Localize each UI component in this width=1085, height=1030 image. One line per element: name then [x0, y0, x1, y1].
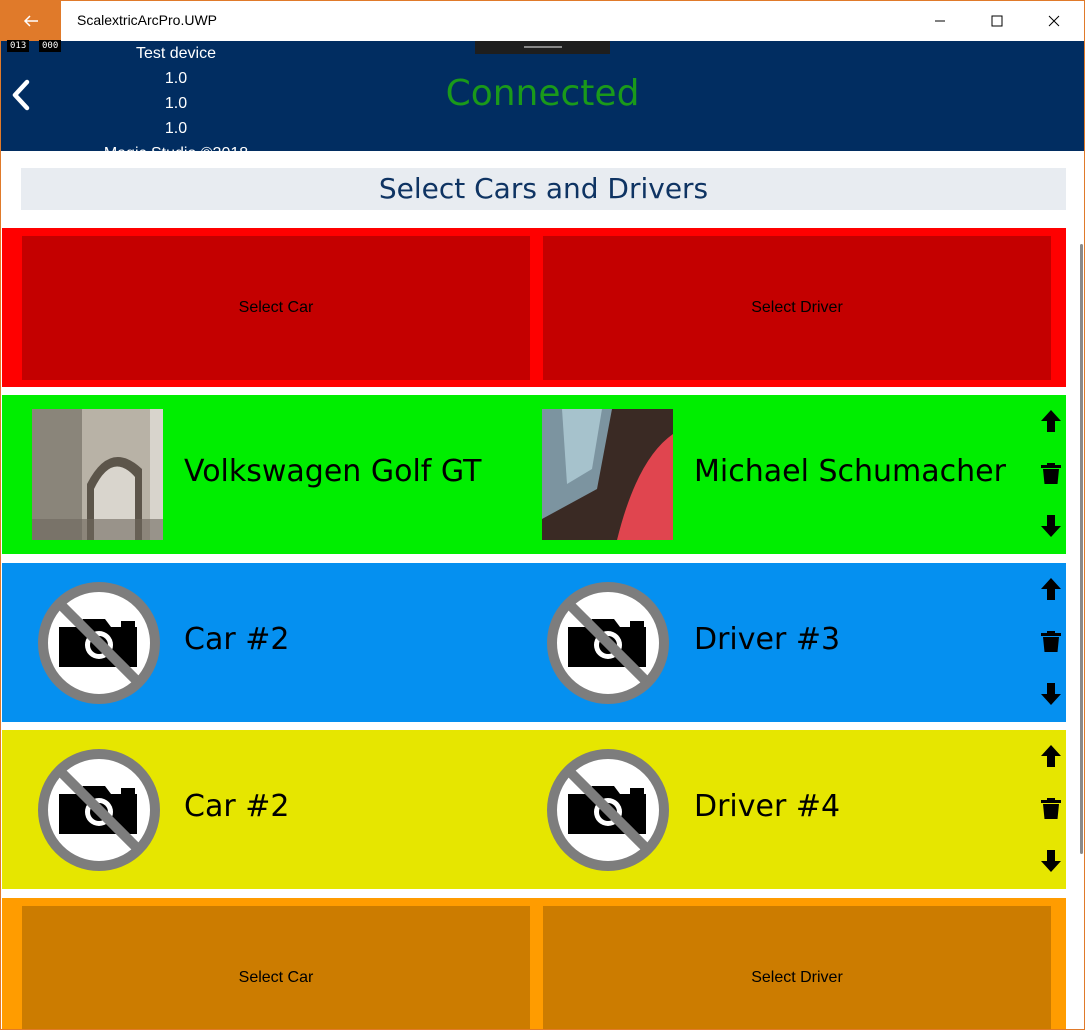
page-title: Select Cars and Drivers: [21, 168, 1066, 210]
no-camera-icon[interactable]: [37, 748, 161, 872]
trash-icon[interactable]: [1038, 460, 1064, 486]
frame-counter-left: 013: [7, 40, 30, 52]
driver-name: Michael Schumacher: [694, 454, 1006, 489]
maximize-button[interactable]: [968, 1, 1026, 41]
entry-row-2: Car #2 Driver #3: [2, 563, 1066, 722]
entry-row-1: Volkswagen Golf GT Michael Schumacher: [2, 395, 1066, 554]
driver-photo[interactable]: [542, 409, 673, 540]
no-camera-icon[interactable]: [37, 581, 161, 705]
maximize-icon: [991, 15, 1003, 27]
device-version-3: 1.0: [164, 120, 188, 137]
select-car-button[interactable]: Select Car: [22, 236, 530, 380]
minimize-icon: [935, 20, 945, 22]
minimize-button[interactable]: [911, 1, 969, 41]
connection-status: Connected: [445, 73, 640, 114]
select-driver-button[interactable]: Select Driver: [543, 906, 1051, 1029]
select-driver-button[interactable]: Select Driver: [543, 236, 1051, 380]
arrow-up-icon[interactable]: [1038, 408, 1064, 434]
close-button[interactable]: [1025, 1, 1083, 41]
window-back-button[interactable]: [1, 1, 61, 41]
driver-name: Driver #4: [694, 789, 841, 824]
car-name: Car #2: [184, 622, 290, 657]
arrow-down-icon[interactable]: [1038, 513, 1064, 539]
app-header: Test device 1.0 1.0 1.0 Magic Studio ©20…: [1, 41, 1084, 151]
device-copyright: Magic Studio ©2018: [81, 141, 271, 151]
entry-row-3: Car #2 Driver #4: [2, 730, 1066, 889]
frame-counter-right: 000: [39, 40, 62, 52]
back-button[interactable]: [7, 76, 37, 116]
arrow-up-icon[interactable]: [1038, 743, 1064, 769]
select-car-button[interactable]: Select Car: [22, 906, 530, 1029]
close-icon: [1048, 15, 1060, 27]
arrow-down-icon[interactable]: [1038, 681, 1064, 707]
no-camera-icon[interactable]: [546, 748, 670, 872]
device-version-2: 1.0: [164, 95, 188, 112]
arrow-left-icon: [23, 15, 38, 27]
vertical-scrollbar[interactable]: [1080, 244, 1083, 854]
window-title: ScalextricArcPro.UWP: [77, 12, 218, 28]
trash-icon[interactable]: [1038, 628, 1064, 654]
car-name: Car #2: [184, 789, 290, 824]
select-row-2: Select Car Select Driver: [2, 898, 1066, 1029]
arrow-up-icon[interactable]: [1038, 576, 1064, 602]
title-bar: ScalextricArcPro.UWP: [1, 1, 1084, 41]
no-camera-icon[interactable]: [546, 581, 670, 705]
chevron-left-icon: [12, 79, 30, 111]
car-photo[interactable]: [32, 409, 163, 540]
device-name: Test device: [135, 45, 217, 62]
car-name: Volkswagen Golf GT: [184, 454, 482, 489]
select-row-1: Select Car Select Driver: [2, 228, 1066, 387]
device-version-1: 1.0: [164, 70, 188, 87]
arrow-down-icon[interactable]: [1038, 848, 1064, 874]
device-info: Test device 1.0 1.0 1.0 Magic Studio ©20…: [81, 41, 271, 151]
driver-name: Driver #3: [694, 622, 841, 657]
trash-icon[interactable]: [1038, 795, 1064, 821]
drag-handle[interactable]: [475, 41, 610, 54]
